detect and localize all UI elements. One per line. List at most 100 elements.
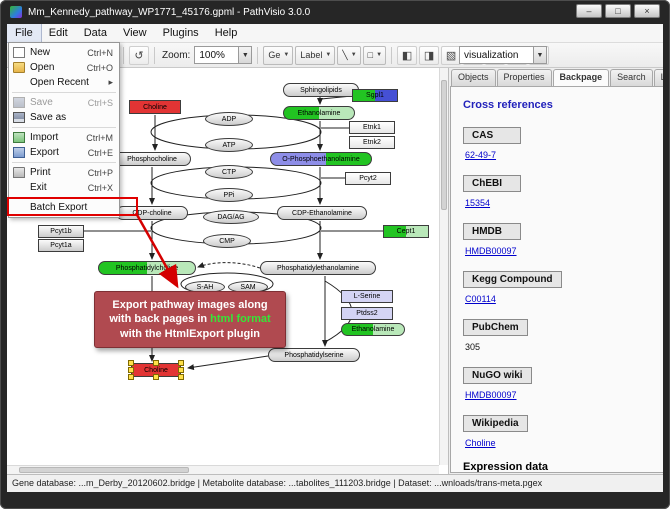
- selection-handle[interactable]: [178, 374, 184, 380]
- pathway-node-pcyt1a[interactable]: Pcyt1a: [38, 239, 84, 252]
- pathway-node-sphingolipids[interactable]: Sphingolipids: [283, 83, 359, 97]
- minimize-button[interactable]: –: [576, 4, 602, 18]
- pathway-node-ptdss2[interactable]: Ptdss2: [341, 307, 393, 320]
- close-button[interactable]: ×: [634, 4, 660, 18]
- menu-view[interactable]: View: [122, 27, 147, 39]
- chevron-down-icon[interactable]: ▼: [325, 52, 332, 58]
- selection-handle[interactable]: [178, 360, 184, 366]
- toolbar-separator: [391, 46, 393, 64]
- shape-tool-dropdown[interactable]: □▼: [362, 45, 387, 65]
- selection-handle[interactable]: [128, 374, 134, 380]
- xref-link[interactable]: Choline: [465, 438, 496, 448]
- tab-search[interactable]: Search: [610, 69, 653, 86]
- label-tool-dropdown[interactable]: Label▼: [295, 45, 336, 65]
- pathway-node-cmp[interactable]: CMP: [203, 234, 251, 248]
- pathway-node-phosphatidylethanolamine[interactable]: Phosphatidylethanolamine: [260, 261, 376, 275]
- file-menu-save-as[interactable]: Save as: [9, 110, 119, 125]
- tab-legend[interactable]: Legend: [653, 69, 663, 86]
- zoom-combobox[interactable]: 100% ▼: [194, 46, 253, 64]
- menu-file[interactable]: File: [7, 24, 42, 43]
- side-panel: ObjectsPropertiesBackpageSearchLegend Cr…: [449, 68, 663, 474]
- save-as-icon: [13, 112, 25, 123]
- pathway-node-phosphatidylserine[interactable]: Phosphatidylserine: [268, 348, 360, 362]
- datanode-tool-dropdown[interactable]: Ge▼: [263, 45, 294, 65]
- tab-backpage[interactable]: Backpage: [552, 69, 610, 86]
- pathway-node-cept1[interactable]: Cept1: [383, 225, 429, 238]
- pathway-node-etnk2[interactable]: Etnk2: [349, 136, 395, 149]
- align-right-button[interactable]: ◨: [419, 45, 440, 65]
- pathway-node-pcyt2[interactable]: Pcyt2: [345, 172, 391, 185]
- file-menu-batch-export[interactable]: Batch Export: [9, 200, 119, 215]
- pathway-node-l-serine[interactable]: L-Serine: [341, 290, 393, 303]
- pathway-node-dag[interactable]: DAG/AG: [203, 210, 259, 224]
- xref-link[interactable]: HMDB00097: [465, 390, 517, 400]
- visualization-combobox[interactable]: visualization ▼: [459, 46, 547, 64]
- menu-plugins[interactable]: Plugins: [162, 27, 199, 39]
- title-bar[interactable]: Mm_Kennedy_pathway_WP1771_45176.gpml - P…: [0, 0, 670, 24]
- pathway-node-etnk1[interactable]: Etnk1: [349, 121, 395, 134]
- menu-shortcut: Ctrl+P: [87, 167, 113, 178]
- pathway-node-ctp[interactable]: CTP: [205, 165, 253, 179]
- selection-handle[interactable]: [153, 374, 159, 380]
- selection-handle[interactable]: [128, 367, 134, 373]
- xref-link[interactable]: HMDB00097: [465, 246, 517, 256]
- file-menu-open-recent[interactable]: Open Recent▸: [9, 75, 119, 90]
- pathway-node-ethanolamine-2[interactable]: Ethanolamine: [341, 323, 405, 336]
- selection-handle[interactable]: [128, 360, 134, 366]
- xref-link[interactable]: 15354: [465, 198, 491, 208]
- align-top-button[interactable]: ▧: [441, 45, 462, 65]
- pathway-node-pcyt1b[interactable]: Pcyt1b: [38, 225, 84, 238]
- pathway-node-atp[interactable]: ATP: [205, 138, 253, 152]
- undo-button[interactable]: ↺: [129, 45, 149, 65]
- pathway-node-ethanolamine-top[interactable]: Ethanolamine: [283, 106, 355, 120]
- pathway-node-adp[interactable]: ADP: [205, 112, 253, 126]
- menu-item-label: Export: [30, 147, 59, 158]
- scrollbar-thumb[interactable]: [441, 80, 447, 210]
- canvas-horizontal-scrollbar[interactable]: [7, 465, 439, 474]
- toolbar-separator: [123, 46, 124, 64]
- pathway-node-cdp-ethanolamine[interactable]: CDP-Ethanolamine: [277, 206, 367, 220]
- chevron-down-icon[interactable]: ▼: [376, 52, 383, 58]
- chevron-down-icon[interactable]: ▼: [533, 47, 546, 63]
- menu-separator: [12, 127, 116, 128]
- maximize-button[interactable]: □: [605, 4, 631, 18]
- chevron-down-icon[interactable]: ▼: [283, 52, 290, 58]
- pathway-node-phosphocholine[interactable]: Phosphocholine: [113, 152, 191, 166]
- xref-header: Wikipedia: [463, 415, 528, 432]
- menu-data[interactable]: Data: [83, 27, 107, 39]
- pathway-node-choline-top[interactable]: Choline: [129, 100, 181, 114]
- align-left-button[interactable]: ◧: [397, 45, 418, 65]
- selection-handle[interactable]: [153, 360, 159, 366]
- menu-help[interactable]: Help: [214, 27, 238, 39]
- tab-properties[interactable]: Properties: [496, 69, 552, 86]
- line-tool-dropdown[interactable]: ╲▼: [337, 45, 361, 65]
- chevron-down-icon[interactable]: ▼: [238, 47, 252, 63]
- pathway-node-choline-bottom[interactable]: Choline: [128, 360, 184, 380]
- canvas-vertical-scrollbar[interactable]: [439, 68, 448, 465]
- xref-link[interactable]: 62-49-7: [465, 150, 497, 160]
- tab-objects[interactable]: Objects: [451, 69, 496, 86]
- pathway-node-phosphatidylcholine[interactable]: Phosphatidylcholine: [98, 261, 196, 275]
- pathway-node-sgpl1[interactable]: Sgpl1: [352, 89, 398, 102]
- menu-edit[interactable]: Edit: [48, 27, 68, 39]
- xref-link[interactable]: C00114: [465, 294, 496, 304]
- menu-item-label: Exit: [30, 182, 47, 193]
- pathway-node-ppi[interactable]: PPi: [205, 188, 253, 202]
- chevron-down-icon[interactable]: ▼: [350, 52, 357, 58]
- scrollbar-thumb[interactable]: [19, 467, 189, 473]
- batch-export-highlight: [7, 197, 138, 216]
- xref-value: 305: [465, 342, 481, 352]
- pathway-node-o-phosphoethanolamine[interactable]: O-Phosphoethanolamine: [270, 152, 372, 166]
- selection-handle[interactable]: [178, 367, 184, 373]
